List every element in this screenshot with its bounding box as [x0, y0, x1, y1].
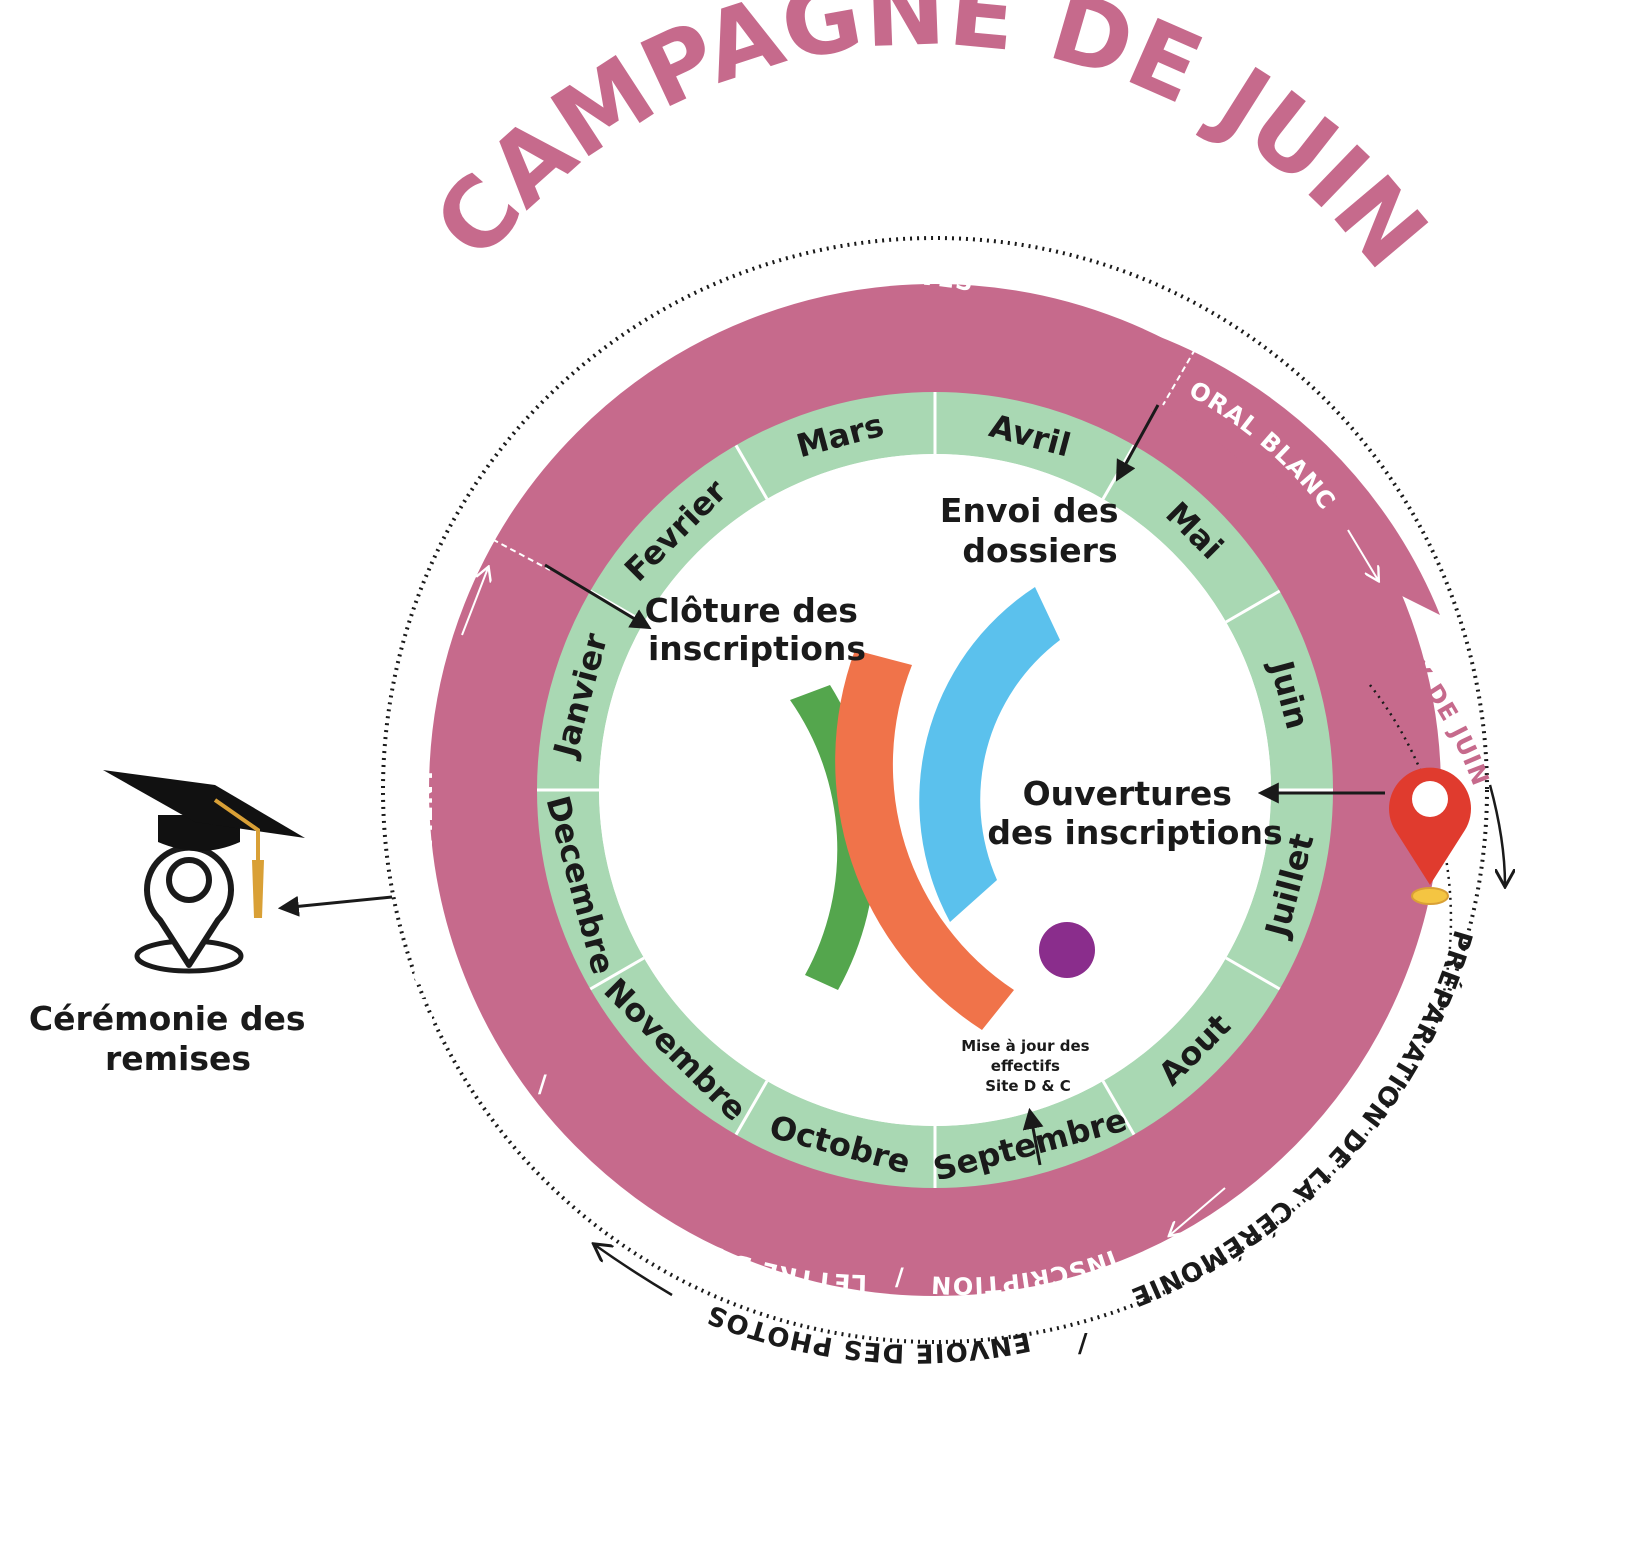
cloture-line1: Clôture des: [645, 591, 858, 630]
band-arrow-oral: [1347, 529, 1378, 580]
envoi-dossiers-line2: dossiers: [962, 531, 1117, 570]
ouvertures-line2: des inscriptions: [987, 813, 1282, 852]
mise-a-jour-line2: effectifs: [991, 1057, 1060, 1075]
month-separator: [1225, 589, 1281, 624]
mise-a-jour-line1: Mise à jour des: [961, 1037, 1089, 1055]
center-logo: [790, 587, 1095, 1030]
month-separator: [734, 444, 769, 500]
outer-slash: /: [1078, 1329, 1089, 1359]
ceremonie-line2: remises: [105, 1039, 251, 1078]
red-location-pin-icon: [1389, 767, 1471, 905]
cloture-label: Clôture des inscriptions: [645, 591, 870, 668]
envoi-dossiers-line1: Envoi des: [940, 491, 1119, 530]
logo-purple-dot: [1039, 922, 1095, 978]
page-title: CAMPAGNE DE JUIN: [413, 0, 1449, 289]
month-separator: [589, 956, 645, 991]
ouvertures-label: Ouvertures des inscriptions: [987, 774, 1282, 852]
outer-arrow-right: [1488, 784, 1505, 885]
outer-arrow-bottom: [595, 1245, 673, 1297]
oral-blanc-tail: [1140, 335, 1440, 615]
band-arrow-left: [461, 568, 488, 636]
pink-band-ring: [429, 284, 1441, 1296]
ceremonie-label: Cérémonie des remises: [29, 999, 317, 1078]
outer-dotted-ring: [381, 236, 1489, 1344]
envoie-photos-label: ENVOIE DES PHOTOS: [703, 1298, 1033, 1368]
logo-orange-arc: [835, 650, 1014, 1030]
band-slash-1: /: [538, 1070, 548, 1098]
month-separator: [1101, 1080, 1136, 1136]
envoi-dossiers-label: Envoi des dossiers: [940, 491, 1130, 570]
band-slash-2: /: [895, 1263, 905, 1291]
graduation-cap-location-pin-icon: [103, 770, 305, 974]
logo-blue-arc: [919, 587, 1060, 922]
arrow-envoi-dossiers: [1115, 404, 1160, 482]
band-arrow-bottom: [1170, 1187, 1226, 1235]
month-separator: [734, 1080, 769, 1136]
ceremonie-line1: Cérémonie des: [29, 999, 306, 1038]
page-title-text: CAMPAGNE DE JUIN: [413, 0, 1449, 289]
cloture-line2: inscriptions: [648, 629, 866, 668]
arrow-mise-a-jour: [1022, 1107, 1044, 1166]
band-separator-dashed: [1162, 331, 1206, 406]
positionnement-label: POSITIONNEMENT: [410, 766, 438, 1023]
arrow-ceremonie: [277, 895, 393, 917]
mise-a-jour-line3: Site D & C: [985, 1077, 1071, 1095]
month-separators: [537, 392, 1333, 1188]
envoie-photos-text: ENVOIE DES PHOTOS: [703, 1298, 1032, 1368]
arrow-cloture: [544, 563, 652, 630]
ouvertures-line1: Ouvertures: [1023, 774, 1232, 813]
month-separator: [1225, 956, 1281, 991]
band-separator-dashed: [474, 529, 551, 571]
mise-a-jour-label: Mise à jour des effectifs Site D & C: [961, 1037, 1095, 1095]
